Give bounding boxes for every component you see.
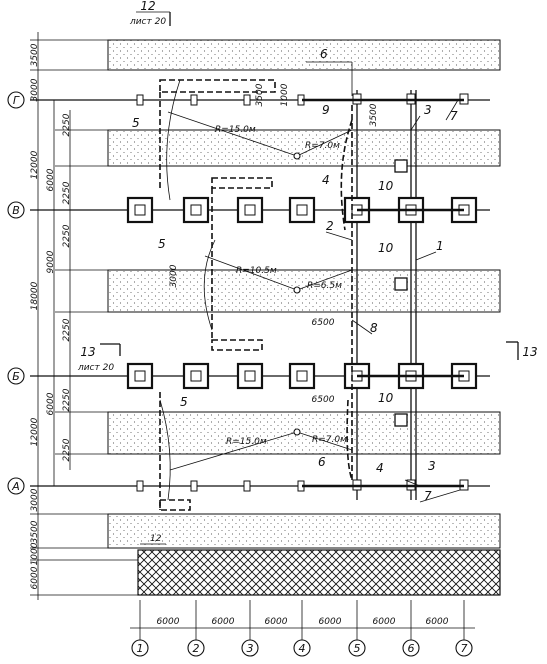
dim-inner-6: 2250 <box>62 318 72 341</box>
dim-mid-3: 6000 <box>46 392 56 415</box>
section-marks: 12 лист 20 13 лист 20 13 <box>77 0 538 373</box>
callout-4-top: 4 <box>322 173 330 187</box>
dim-inner-9: 3000 <box>30 488 40 511</box>
dim-inner-1: 3500 <box>30 43 40 66</box>
local-dimensions: 3500 1000 3500 3000 6500 6500 <box>169 83 379 405</box>
section-12-sheet: лист 20 <box>129 17 166 27</box>
span-dim-3: 6000 <box>265 617 288 627</box>
row-axis-b: Б <box>12 370 20 383</box>
local-dim-1: 3500 <box>255 83 265 106</box>
callout-5-bottom: 5 <box>180 395 188 409</box>
col-axis-2: 2 <box>193 642 200 655</box>
column-axis-lines <box>130 90 475 640</box>
track-band-4 <box>107 411 501 455</box>
mark-12-bottom: 12 <box>150 534 162 544</box>
callout-10-mid: 10 <box>378 241 394 255</box>
callout-10-top: 10 <box>378 179 394 193</box>
section-13-number: 13 <box>80 345 95 359</box>
local-dim-2: 1000 <box>280 83 290 106</box>
col-axis-4: 4 <box>299 642 306 655</box>
radius-label-5: R=15.0м <box>226 437 267 447</box>
callout-8: 8 <box>370 321 378 335</box>
left-dimensions: 12000 18000 12000 6000 9000 6000 3500 30… <box>30 43 72 589</box>
dim-inner-4: 2250 <box>62 181 72 204</box>
local-dim-3: 3500 <box>369 103 379 126</box>
column-axis-markers: 1 2 3 4 5 6 7 6000 6000 6000 6000 6000 6… <box>131 617 473 657</box>
dim-mid-2: 9000 <box>46 250 56 273</box>
local-dim-4: 3000 <box>169 264 179 287</box>
callout-1: 1 <box>436 239 444 253</box>
callout-10-bottom: 10 <box>378 391 394 405</box>
row-axis-v: В <box>12 204 20 217</box>
track-band-3 <box>107 269 501 313</box>
local-dim-6: 6500 <box>312 395 335 405</box>
callout-2: 2 <box>326 219 334 233</box>
span-dim-6: 6000 <box>426 617 449 627</box>
row-axis-a: А <box>11 480 20 493</box>
track-band-2 <box>107 129 501 167</box>
callout-5-mid: 5 <box>158 237 166 251</box>
dim-inner-8: 2250 <box>62 438 72 461</box>
dim-outer-2: 18000 <box>30 281 40 310</box>
dim-inner-12: 6000 <box>30 566 40 589</box>
radius-label-6: R=7.0м <box>312 435 347 445</box>
col-axis-5: 5 <box>354 642 361 655</box>
radius-label-4: R=6.5м <box>307 281 342 291</box>
span-dim-4: 6000 <box>319 617 342 627</box>
span-dim-5: 6000 <box>373 617 396 627</box>
crane-positions <box>159 79 276 511</box>
equipment-units <box>394 159 408 427</box>
span-dim-2: 6000 <box>212 617 235 627</box>
dim-inner-7: 2250 <box>62 388 72 411</box>
dim-inner-5: 2250 <box>62 224 72 247</box>
track-band-top <box>107 39 501 71</box>
dim-inner-2: 3000 <box>30 78 40 101</box>
dim-inner-3: 2250 <box>62 113 72 136</box>
radius-label-1: R=15.0м <box>215 125 256 135</box>
leader-lines <box>306 61 461 503</box>
callout-3-bottom: 3 <box>428 459 436 473</box>
radius-label-3: R=10.5м <box>236 266 277 276</box>
col-axis-1: 1 <box>137 642 144 655</box>
section-13-sheet: лист 20 <box>77 363 114 373</box>
callout-4-bottom: 4 <box>376 461 384 475</box>
track-bands <box>107 39 501 596</box>
callout-7-top: 7 <box>450 109 458 123</box>
main-runs <box>302 98 464 488</box>
columns-row-v <box>126 196 478 224</box>
row-axis-g: Г <box>13 94 20 107</box>
crosshatch-area <box>137 549 501 596</box>
section-12-number: 12 <box>140 0 155 13</box>
col-axis-6: 6 <box>408 642 415 655</box>
radius-label-2: R=7.0м <box>305 141 340 151</box>
radius-labels: R=15.0м R=7.0м R=10.5м R=6.5м R=15.0м R=… <box>215 125 347 447</box>
track-band-5 <box>107 513 501 549</box>
callout-6-top: 6 <box>320 47 328 61</box>
callout-6-bottom: 6 <box>318 455 326 469</box>
callout-7-bottom: 7 <box>424 489 432 503</box>
dim-inner-11: 1000 <box>30 542 40 565</box>
dim-outer-1: 12000 <box>30 150 40 179</box>
dim-mid-1: 6000 <box>46 168 56 191</box>
dim-inner-10: 3500 <box>30 520 40 543</box>
col-axis-3: 3 <box>247 642 254 655</box>
local-dim-5: 6500 <box>312 318 335 328</box>
radius-lines <box>159 79 353 501</box>
dim-outer-3: 12000 <box>30 417 40 446</box>
col-axis-7: 7 <box>461 642 468 655</box>
callouts: 1 2 3 3 4 4 5 5 5 6 6 7 7 8 9 10 10 10 1… <box>132 47 458 545</box>
span-dim-1: 6000 <box>157 617 180 627</box>
section-13-right: 13 <box>522 345 537 359</box>
callout-9: 9 <box>322 103 330 117</box>
callout-5-top: 5 <box>132 116 140 130</box>
callout-3-top: 3 <box>424 103 432 117</box>
row-axis-markers: Г В Б А <box>7 91 25 495</box>
